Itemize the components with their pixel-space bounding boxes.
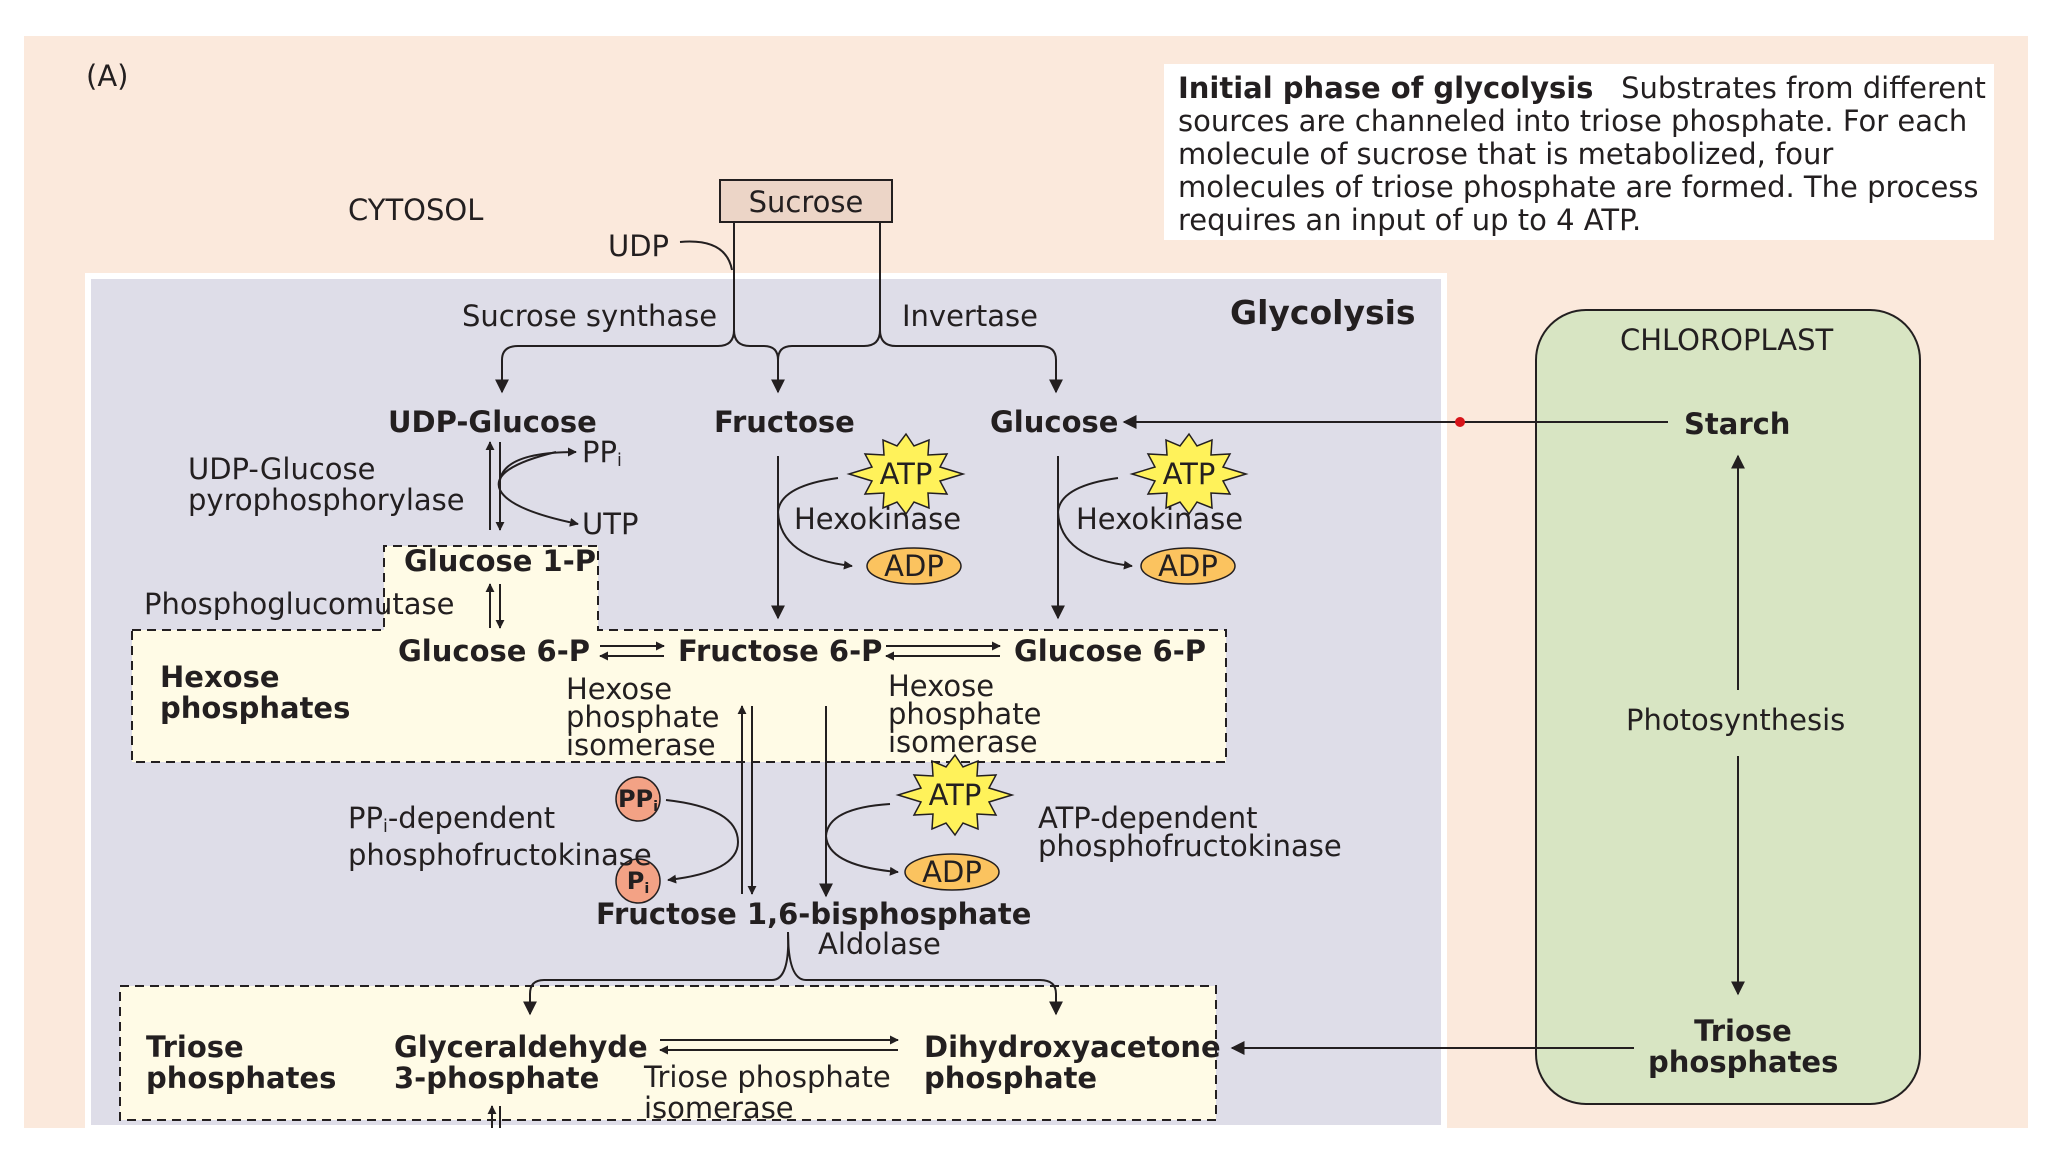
adp-oval-2 [1140,547,1236,585]
membrane-dot [1455,417,1465,427]
pi-circle [615,858,661,904]
glucose-label: Glucose [990,405,1119,439]
atp-star-2 [1129,432,1249,516]
caption-text: Initial phase of glycolysis Substrates f… [1178,72,1988,237]
photosynthesis-label: Photosynthesis [1624,702,1848,739]
glucose-6p-right-label: Glucose 6-P [1014,634,1206,668]
fructose-label: Fructose [714,405,855,439]
fructose-bisphosphate-label: Fructose 1,6-bisphosphate [596,897,1032,931]
atp-star-1 [846,432,966,516]
invertase-label: Invertase [902,299,1038,333]
triose-phosphates-label: Triose phosphates [146,1030,337,1095]
ppi-text: PP [582,435,617,469]
caption-box [1164,64,1994,240]
starch-label: Starch [1684,407,1791,441]
adp-label-1: ADP [884,549,944,583]
ppi-circle-label: PPi [616,777,660,821]
atp-label-2: ATP [1162,457,1216,491]
atp-label-3: ATP [928,778,982,812]
adp-oval-3 [904,853,1000,891]
caption-title: Initial phase of glycolysis [1178,71,1594,105]
ppi-sub: i [616,451,622,471]
phosphoglucomutase-label: Phosphoglucomutase [144,587,455,621]
hexokinase-label-2: Hexokinase [1076,502,1244,536]
chloroplast-triose-label: Triose phosphates [1648,1014,1839,1079]
hexose-phosphate-isomerase-label-1: Hexose phosphate isomerase [566,672,720,762]
chloroplast-label: CHLOROPLAST [1620,323,1834,357]
glyceraldehyde-3p-label: Glyceraldehyde 3-phosphate [394,1030,648,1095]
udp-glucose-pyrophosphorylase-label: UDP-Glucose pyrophosphorylase [188,452,465,517]
atp-label-1: ATP [879,457,933,491]
adp-label-2: ADP [1158,549,1218,583]
hexose-phosphate-isomerase-label-2: Hexose phosphate isomerase [888,669,1042,759]
fructose-6p-label: Fructose 6-P [678,634,883,668]
pi-circle-label: Pi [616,859,660,903]
ppi-pfk-text-b: -dependent phosphofructokinase [348,801,652,872]
udp-glucose-label: UDP-Glucose [388,405,597,439]
atp-dependent-pfk-label: ATP-dependent phosphofructokinase [1038,801,1342,863]
cytosol-label: CYTOSOL [348,193,484,227]
adp-label-3: ADP [922,855,982,889]
pathway-arrows [485,222,1745,1128]
sucrose-box [719,179,893,223]
glucose-6p-left-label: Glucose 6-P [398,634,590,668]
pi-circle-sub: i [644,881,650,897]
hexokinase-label-1: Hexokinase [794,502,962,536]
ppi-circle-text: PP [617,785,654,813]
ppi-pfk-text-a: PP [348,801,383,835]
glycolysis-label: Glycolysis [1230,293,1416,332]
aldolase-label: Aldolase [818,927,941,961]
ppi-circle [615,776,661,822]
triose-phosphate-isomerase-label: Triose phosphate isomerase [644,1060,891,1125]
utp-label: UTP [582,507,639,541]
adp-oval-1 [866,547,962,585]
sucrose-synthase-label: Sucrose synthase [462,299,718,333]
atp-star-3 [895,753,1015,837]
dihydroxyacetone-phosphate-label: Dihydroxyacetone phosphate [924,1030,1221,1095]
ppi-label: PPi [582,438,622,470]
hexose-phosphates-label: Hexose phosphates [160,660,351,725]
ppi-pfk-sub: i [382,817,388,837]
sucrose-label: Sucrose [748,185,864,219]
pi-circle-text: P [626,867,645,895]
glucose-1p-label: Glucose 1-P [404,544,596,578]
ppi-dependent-pfk-label: PPi-dependent phosphofructokinase [348,801,688,872]
panel-label: (A) [86,59,129,93]
caption-body: Substrates from different sources are ch… [1178,71,1986,237]
udp-label: UDP [608,229,670,263]
hexose-phosphates-box [131,545,1227,763]
ppi-circle-sub: i [653,799,659,815]
